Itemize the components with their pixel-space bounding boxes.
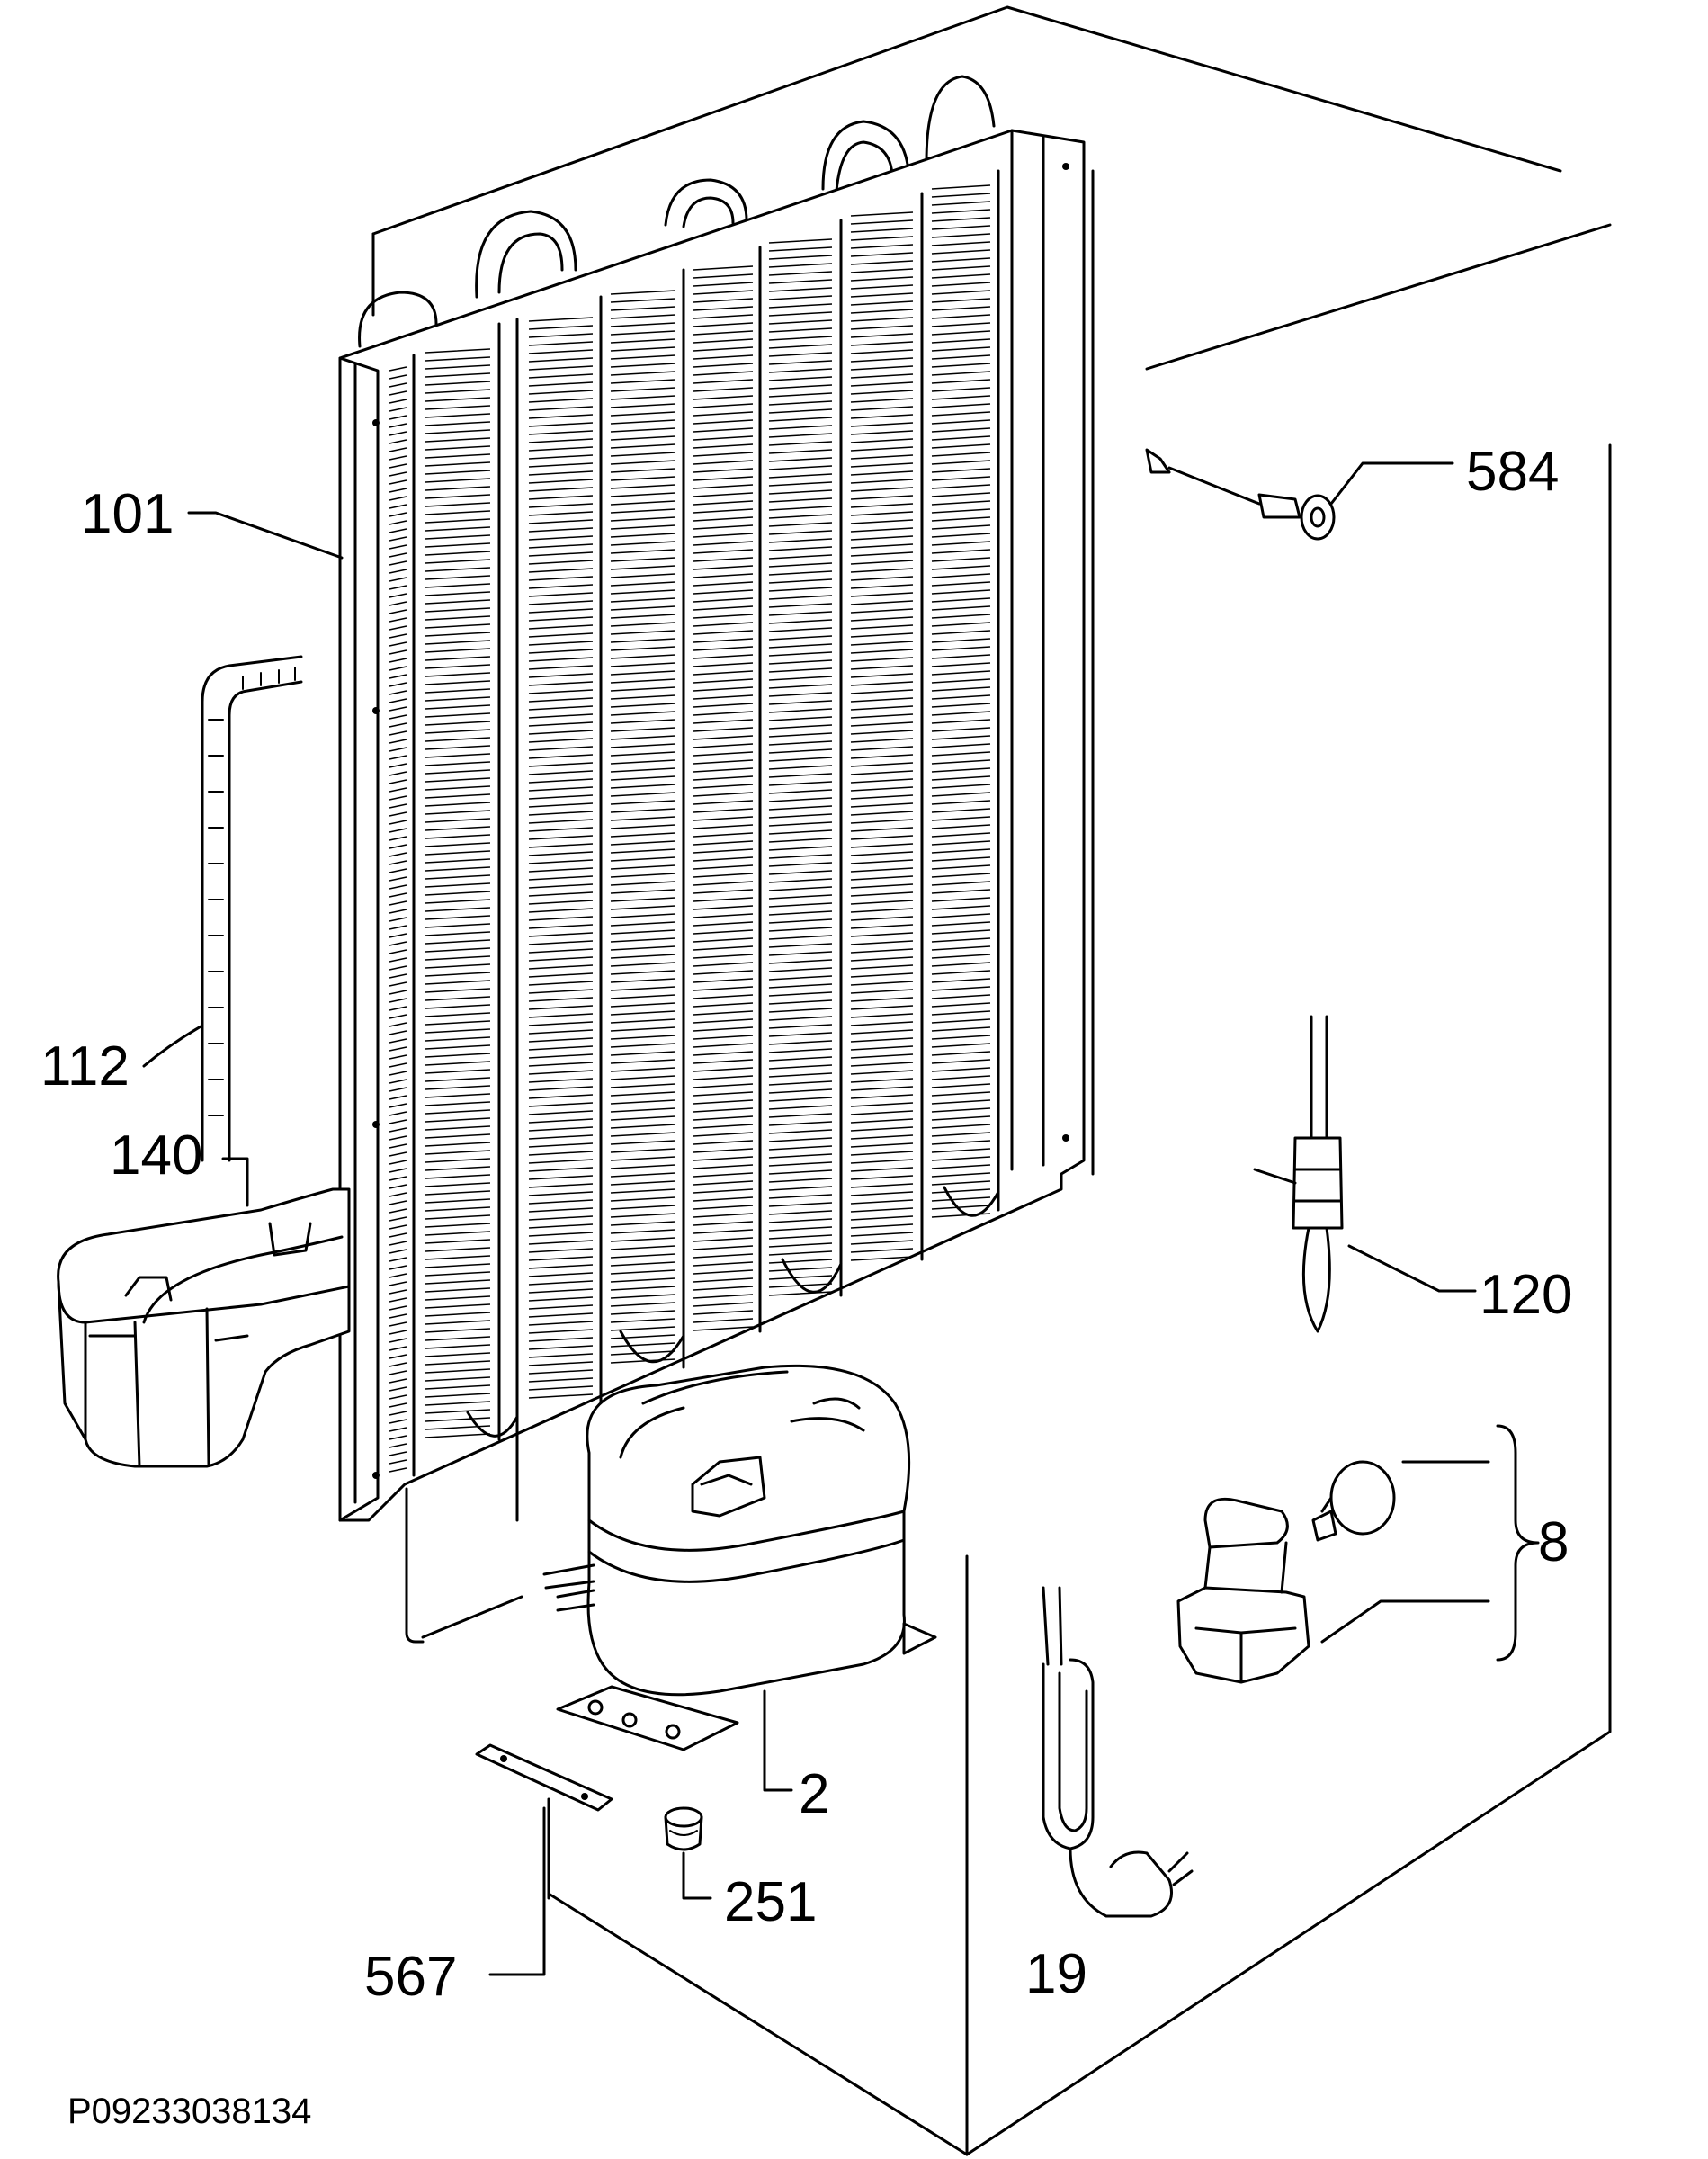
callout-power-cord: 19 (1025, 1943, 1087, 2005)
bracket (475, 1743, 613, 1812)
grommet (664, 1806, 703, 1851)
cabinet-outline (371, 5, 1612, 2156)
fin-hatching (389, 184, 991, 1473)
callout-grommet: 251 (724, 1871, 817, 1933)
power-cord (1042, 1586, 1194, 1918)
callout-sensor: 584 (1466, 441, 1559, 503)
callout-condenser: 101 (81, 483, 174, 545)
callout-relay-set: 8 (1538, 1511, 1569, 1573)
sensor (1145, 448, 1336, 541)
callout-thermostat: 120 (1480, 1264, 1572, 1326)
drip-tray (57, 1187, 351, 1468)
drain-hose (201, 655, 303, 1162)
thermostat (1253, 1015, 1344, 1333)
callout-bracket: 567 (364, 1946, 457, 2008)
condenser (338, 75, 1086, 1644)
callout-drain-hose: 112 (40, 1035, 130, 1097)
leader-lines (142, 461, 1540, 1976)
callout-compressor: 2 (799, 1763, 829, 1825)
condenser-fins (389, 184, 991, 1473)
relay-set (1176, 1460, 1396, 1684)
drawing-code: P09233038134 (67, 2092, 311, 2131)
compressor (542, 1364, 937, 1751)
callout-drip-tray: 140 (110, 1124, 202, 1187)
